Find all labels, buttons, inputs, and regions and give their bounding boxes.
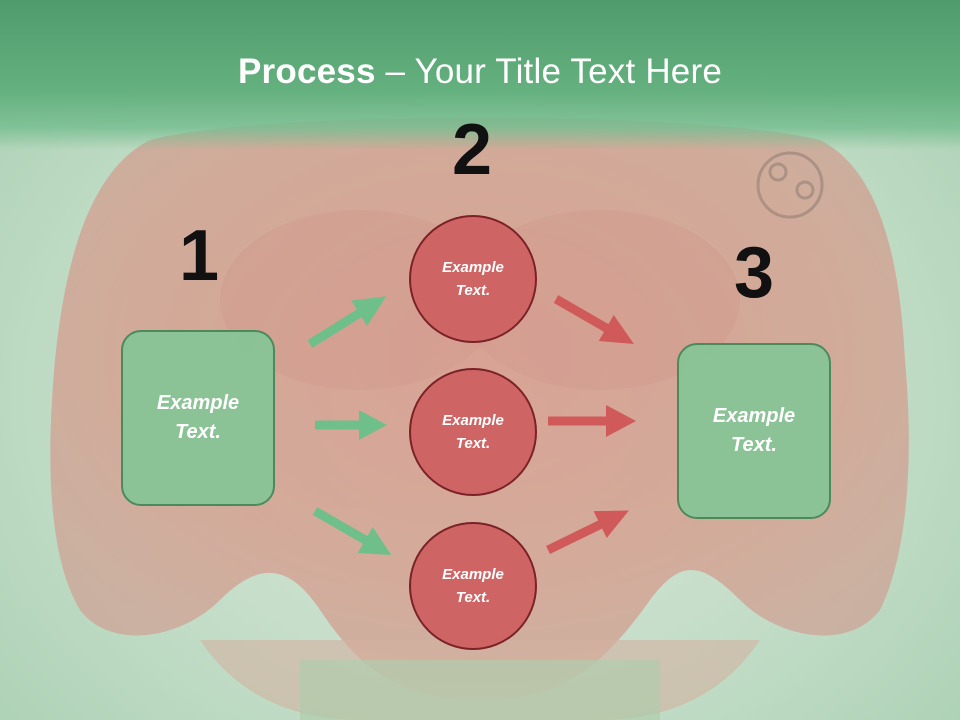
step-2-circle-top: Example Text. — [409, 215, 537, 343]
red-arrow-up — [546, 510, 629, 555]
green-arrow-down — [312, 507, 392, 555]
step-3-text: Example Text. — [712, 405, 796, 456]
step-1-text: Example Text. — [156, 392, 240, 443]
title-strong: Process — [238, 52, 376, 91]
step-2-circle-middle: Example Text. — [409, 368, 537, 496]
step-1-box: Example Text. — [121, 330, 275, 506]
step-3-box: Example Text. — [677, 343, 831, 519]
green-arrow-up — [307, 296, 387, 348]
step-2-number: 2 — [451, 110, 493, 190]
green-arrow-middle — [315, 410, 387, 440]
slide-title: Process – Your Title Text Here — [0, 52, 960, 92]
red-arrow-middle — [548, 405, 636, 437]
red-arrow-down — [553, 295, 634, 344]
step-2-circle-bottom: Example Text. — [409, 522, 537, 650]
title-rest: – Your Title Text Here — [375, 52, 722, 91]
title-bar — [0, 0, 960, 150]
circle-text-top: Example Text. — [442, 259, 504, 299]
step-3-number: 3 — [733, 233, 775, 313]
circle-text-bottom: Example Text. — [442, 566, 504, 606]
step-1-number: 1 — [178, 216, 220, 296]
circle-text-middle: Example Text. — [442, 412, 504, 452]
